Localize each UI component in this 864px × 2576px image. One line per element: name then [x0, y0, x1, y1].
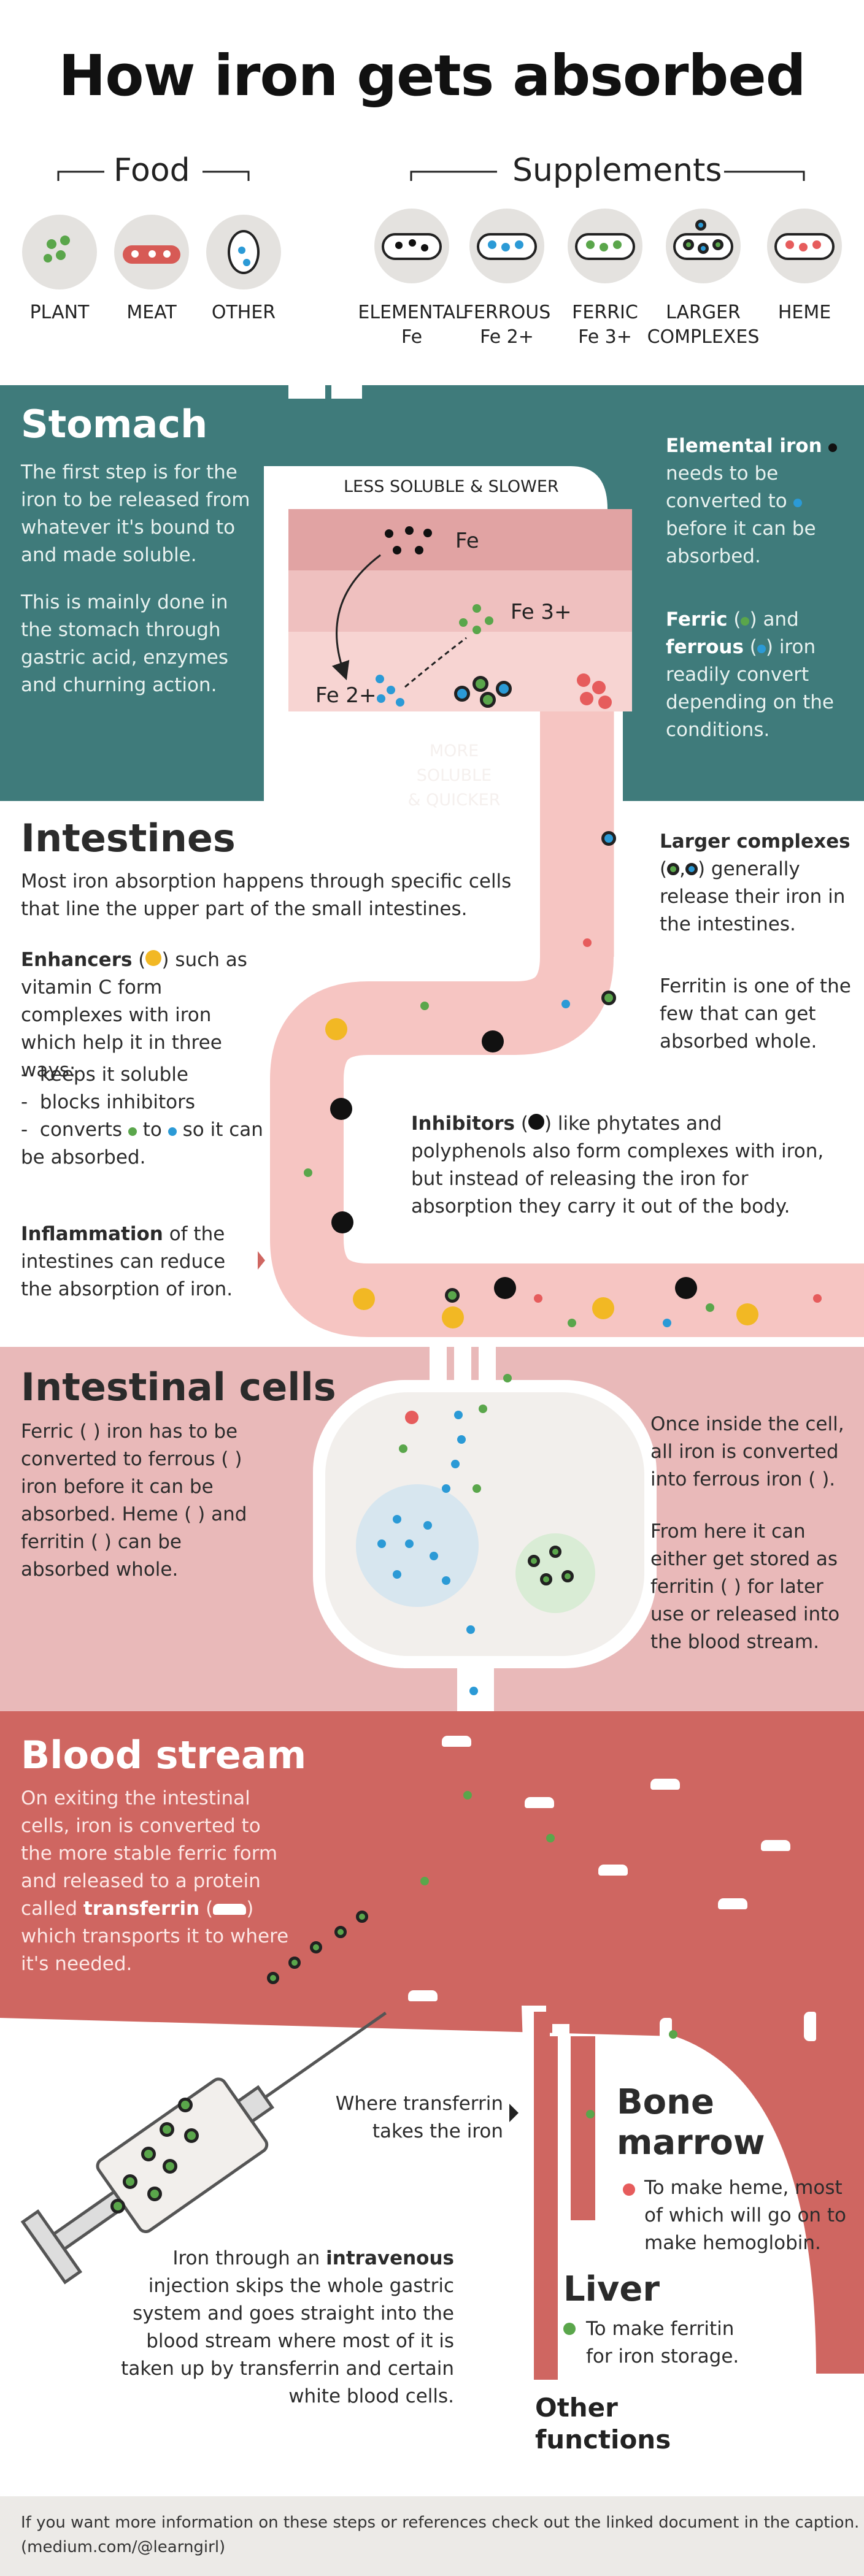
meat-icon	[114, 215, 189, 289]
food-tube	[288, 258, 325, 399]
stomach-top-label: LESS SOLUBLE & SLOWER	[344, 477, 559, 496]
supplement-tube	[331, 258, 362, 399]
inhibitors-text: Inhibitors () like phytates and polyphen…	[411, 1113, 824, 1217]
blood-band	[0, 1711, 864, 2374]
food-label-meat: MEAT	[126, 302, 177, 323]
drop-icon	[206, 215, 281, 289]
cells-right-text-1: Once inside the cell, all iron is conver…	[650, 1413, 844, 1490]
blood-text: On exiting the intestinal cells, iron is…	[21, 1787, 289, 1975]
label-fe: Fe	[455, 529, 479, 553]
label-fe2: Fe 2+	[315, 683, 377, 708]
enhancers-bullets: - keeps it soluble - blocks inhibitors -…	[21, 1064, 263, 1168]
plant-icon	[22, 215, 97, 289]
label-fe3: Fe 3+	[511, 600, 572, 624]
footer: If you want more information on these st…	[0, 2496, 864, 2576]
stomach-layer-top	[288, 509, 632, 570]
vessel-other	[534, 2012, 550, 2380]
footer-line-2: (medium.com/@learngirl)	[21, 2538, 226, 2556]
bone-marrow-title: Bone marrow	[617, 2082, 765, 2163]
footer-line-1: If you want more information on these st…	[21, 2513, 860, 2532]
liver-text: To make ferritin for iron storage.	[586, 2318, 739, 2367]
cells-title: Intestinal cells	[21, 1365, 336, 1409]
stomach-right-1: Elemental iron needs to be converted to …	[666, 432, 850, 570]
supplements-header: Supplements	[512, 152, 722, 189]
cell-vesicle-blue	[356, 1484, 479, 1607]
inflammation-text: Inflammation of the intestines can reduc…	[21, 1223, 233, 1300]
stomach-text-2: This is mainly done in the stomach throu…	[21, 591, 229, 696]
supp-label-heme: HEME	[777, 302, 831, 323]
cell-vesicle-green	[515, 1533, 595, 1613]
stomach-right-2: Ferric () and ferrous () iron readily co…	[666, 608, 834, 741]
intestines-intro: Most iron absorption happens through spe…	[21, 870, 512, 920]
liver-title: Liver	[563, 2269, 660, 2309]
intestines-title: Intestines	[21, 816, 236, 861]
pill-black-dots-icon	[374, 209, 449, 283]
blood-title: Blood stream	[21, 1733, 307, 1777]
ferritin-text: Ferritin is one of the few that can get …	[660, 975, 851, 1052]
cells-left-text: Ferric ( ) iron has to be converted to f…	[21, 1420, 247, 1581]
iv-text: Iron through an intravenous injection sk…	[121, 2247, 454, 2407]
pill-blue-dots-icon	[469, 209, 544, 283]
bone-marrow-text: To make heme, most of which will go on t…	[644, 2177, 847, 2254]
stomach-title: Stomach	[21, 402, 208, 447]
larger-complexes-text: Larger complexes (,) generally release t…	[660, 830, 850, 935]
food-label-plant: PLANT	[29, 302, 90, 323]
stomach-bottom-label: MORE SOLUBLE& QUICKER	[407, 742, 501, 810]
pill-green-dots-icon	[568, 209, 642, 283]
enhancers-text: Enhancers () such as vitamin C form comp…	[21, 949, 247, 1081]
pill-complex-icon	[666, 209, 741, 283]
food-header: Food	[114, 152, 190, 189]
stomach-text-1: The first step is for the iron to be rel…	[21, 461, 250, 566]
page-title: How iron gets absorbed	[58, 43, 806, 109]
pill-red-dots-icon	[767, 209, 842, 283]
other-functions-title: Other functions	[535, 2393, 671, 2455]
food-label-other: OTHER	[211, 302, 276, 323]
where-transferrin-text: Where transferrin takes the iron	[335, 2093, 503, 2142]
cells-right-text-2: From here it can either get stored as fe…	[650, 1520, 840, 1653]
